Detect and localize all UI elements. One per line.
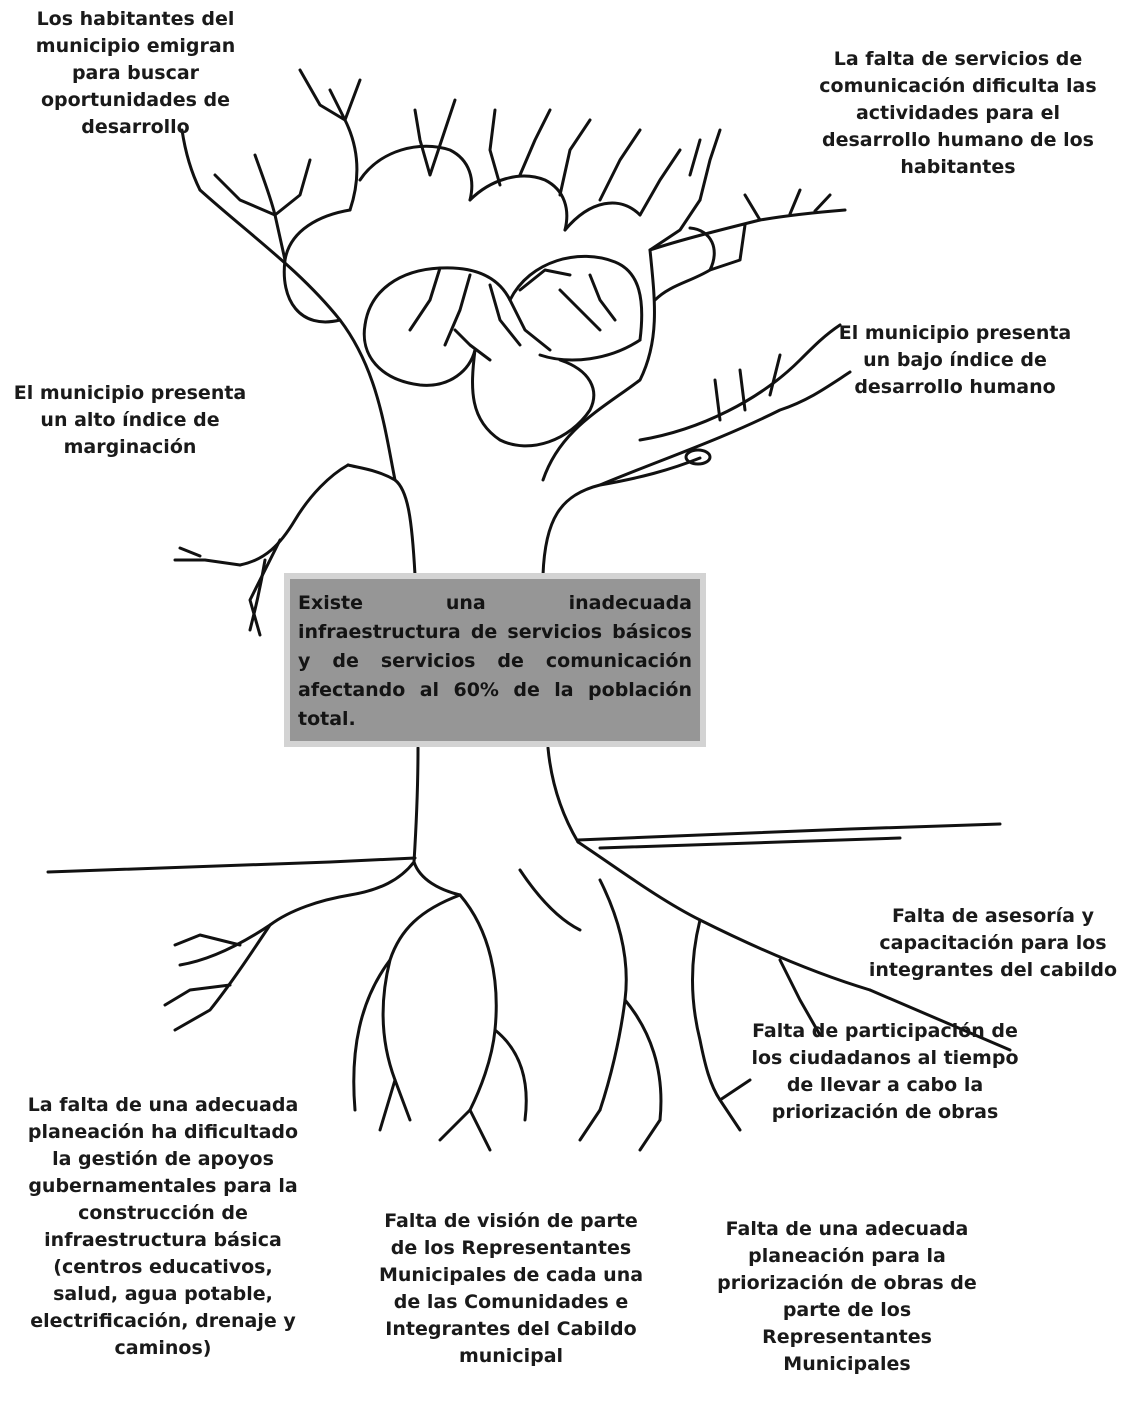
effect-emigration-label: Los habitantes del municipio emigran par… [18,6,253,141]
tree-crown [182,70,850,485]
central-problem-text: Existe una inadecuada infraestructura de… [298,589,692,734]
cause-citizen-participation-label: Falta de participación de los ciudadanos… [724,1018,1046,1126]
central-problem-box: Existe una inadecuada infraestructura de… [284,573,706,747]
ground-line [48,824,1000,872]
effect-marginalization-label: El municipio presenta un alto índice de … [4,380,256,461]
effect-communication-label: La falta de servicios de comunicación di… [802,46,1114,181]
effect-low-human-development-label: El municipio presenta un bajo índice de … [826,320,1084,401]
cause-planning-support-label: La falta de una adecuada planeación ha d… [4,1092,322,1362]
cause-planning-works-label: Falta de una adecuada planeación para la… [702,1216,992,1378]
cause-vision-label: Falta de visión de parte de los Represen… [366,1208,656,1370]
cause-advisory-label: Falta de asesoría y capacitación para lo… [862,903,1124,984]
